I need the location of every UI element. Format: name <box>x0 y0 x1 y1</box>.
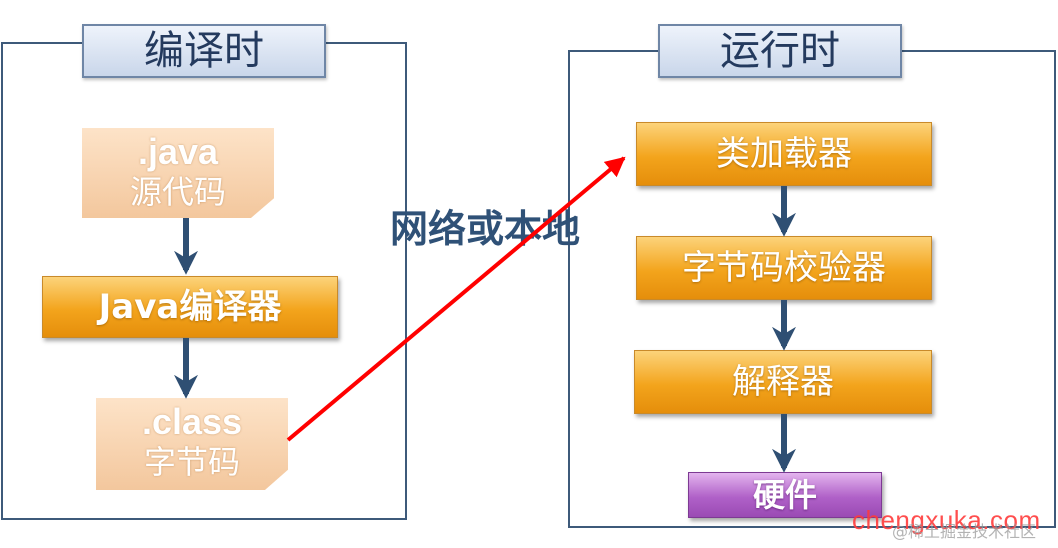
watermark-domain: chengxuka.com <box>852 505 1041 535</box>
class-loader-label: 类加载器 <box>716 134 852 174</box>
hardware-label: 硬件 <box>752 476 817 514</box>
interpreter-label: 解释器 <box>732 362 834 402</box>
runtime-title: 运行时 <box>658 24 902 78</box>
compile-time-title: 编译时 <box>82 24 326 78</box>
network-or-local-label: 网络或本地 <box>390 207 581 251</box>
java-compiler-box: Java编译器 <box>42 276 338 338</box>
interpreter-box: 解释器 <box>634 350 932 414</box>
java-compiler-label: Java编译器 <box>98 287 282 327</box>
hardware-box: 硬件 <box>688 472 882 518</box>
class-loader-box: 类加载器 <box>636 122 932 186</box>
source-code-label: 源代码 <box>129 173 226 211</box>
bytecode-label: 字节码 <box>143 443 240 481</box>
watermark-credit: @稀土掘金技术社区 <box>892 522 1037 541</box>
class-bytecode-note: .class 字节码 <box>96 398 288 490</box>
bytecode-verifier-box: 字节码校验器 <box>636 236 932 300</box>
class-extension-label: .class <box>141 401 243 442</box>
transfer-arrow <box>286 156 626 442</box>
java-extension-label: .java <box>137 131 219 172</box>
java-source-note: .java 源代码 <box>82 128 274 218</box>
bytecode-verifier-label: 字节码校验器 <box>682 248 886 288</box>
